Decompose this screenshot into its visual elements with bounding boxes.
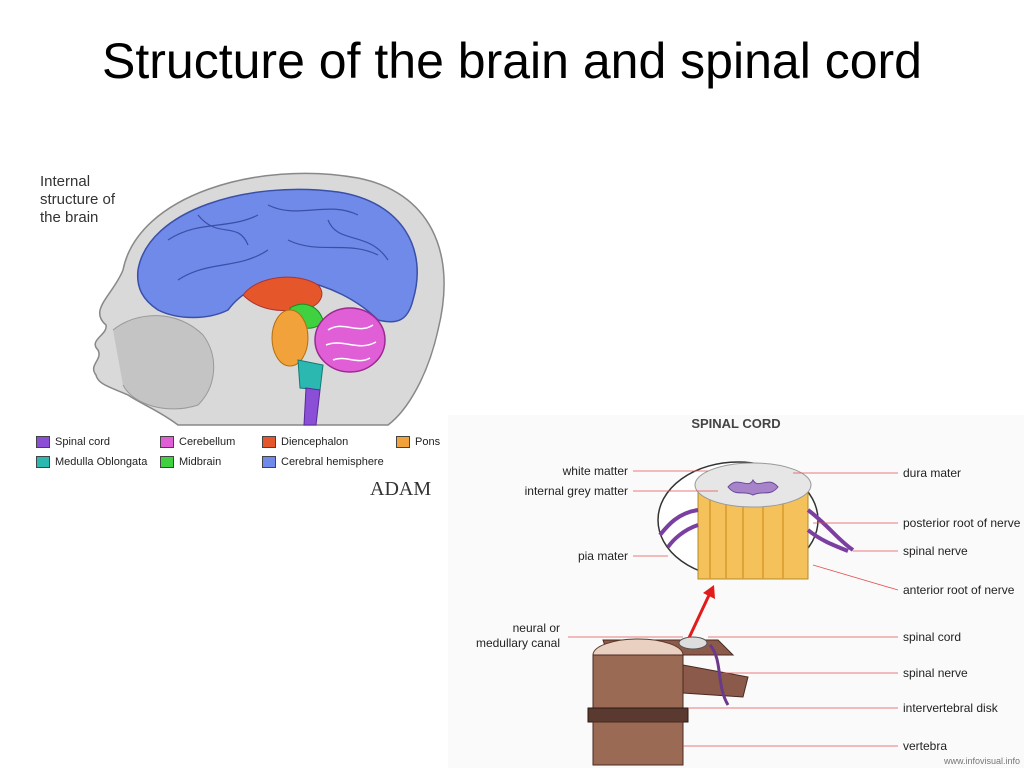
legend-item-midbrain: Midbrain xyxy=(160,456,221,469)
brain-illustration: Internal structure of the brain xyxy=(40,172,445,426)
vertebral-spinal-nerve xyxy=(708,644,730,706)
legend-swatch xyxy=(36,436,50,449)
spinal-cord-region xyxy=(303,387,321,426)
cord-fiber-lines xyxy=(709,487,784,579)
nasal-cavity xyxy=(112,315,215,410)
legend-swatch xyxy=(160,436,174,449)
medulla-oblongata xyxy=(297,359,324,391)
spinal-cord-figure: SPINAL CORD whit xyxy=(448,415,1024,768)
diencephalon xyxy=(242,276,323,312)
lower-vertebra xyxy=(592,721,684,766)
cerebellum-arbor xyxy=(325,324,377,362)
pons xyxy=(271,309,309,367)
adam-credit-logo: ADAM xyxy=(370,478,432,500)
right-nerve-roots xyxy=(806,508,855,553)
label-spinal-nerve-1: spinal nerve xyxy=(903,544,968,558)
slide-title: Structure of the brain and spinal cord xyxy=(102,33,922,89)
vertebra-body xyxy=(592,654,684,711)
label-pia-mater: pia mater xyxy=(578,549,628,563)
label-spinal-nerve-2: spinal nerve xyxy=(903,666,968,680)
brain-caption-line-3: the brain xyxy=(40,209,98,226)
brain-figure: Internal structure of the brain Spinal c… xyxy=(28,160,453,505)
infovisual-credit: www.infovisual.info xyxy=(943,756,1020,766)
legend-item-pons: Pons xyxy=(396,436,440,449)
brain-caption-line-1: Internal xyxy=(40,173,90,190)
legend-swatch xyxy=(262,436,276,449)
legend-swatch xyxy=(262,456,276,469)
leader-anterior-root xyxy=(812,564,899,591)
legend-swatch xyxy=(396,436,410,449)
label-white-matter: white matter xyxy=(562,464,628,478)
intervertebral-disk xyxy=(587,707,689,723)
spinal-cord-illustration: SPINAL CORD whit xyxy=(448,415,1024,768)
arrow-head xyxy=(703,585,715,599)
legend-item-cerebral-hemisphere: Cerebral hemisphere xyxy=(262,456,384,469)
label-vertebra: vertebra xyxy=(903,739,947,753)
label-anterior-root: anterior root of nerve xyxy=(903,583,1015,597)
cerebellum xyxy=(314,307,386,373)
legend-item-diencephalon: Diencephalon xyxy=(262,436,348,449)
label-posterior-root: posterior root of nerve xyxy=(903,516,1021,530)
legend-swatch xyxy=(36,456,50,469)
label-dura-mater: dura mater xyxy=(903,466,961,480)
brain-caption-line-2: structure of xyxy=(40,191,116,208)
brain-gyri xyxy=(167,204,389,281)
left-nerve-roots xyxy=(658,508,699,549)
label-neural-or: neural or xyxy=(513,621,560,635)
magnify-arrow xyxy=(686,592,712,641)
label-spinal-cord: spinal cord xyxy=(903,630,961,644)
legend-swatch xyxy=(160,456,174,469)
label-intervertebral-disk: intervertebral disk xyxy=(903,701,999,715)
label-medullary-canal: medullary canal xyxy=(476,636,560,650)
label-internal-grey-matter: internal grey matter xyxy=(525,484,628,498)
spinal-figure-title: SPINAL CORD xyxy=(691,416,780,431)
grey-matter-butterfly xyxy=(727,478,779,496)
legend-item-cerebellum: Cerebellum xyxy=(160,436,235,449)
vertebral-spinal-cord xyxy=(678,636,708,650)
legend-item-medulla-oblongata: Medulla Oblongata xyxy=(36,456,147,469)
legend-item-spinal-cord: Spinal cord xyxy=(36,436,110,449)
